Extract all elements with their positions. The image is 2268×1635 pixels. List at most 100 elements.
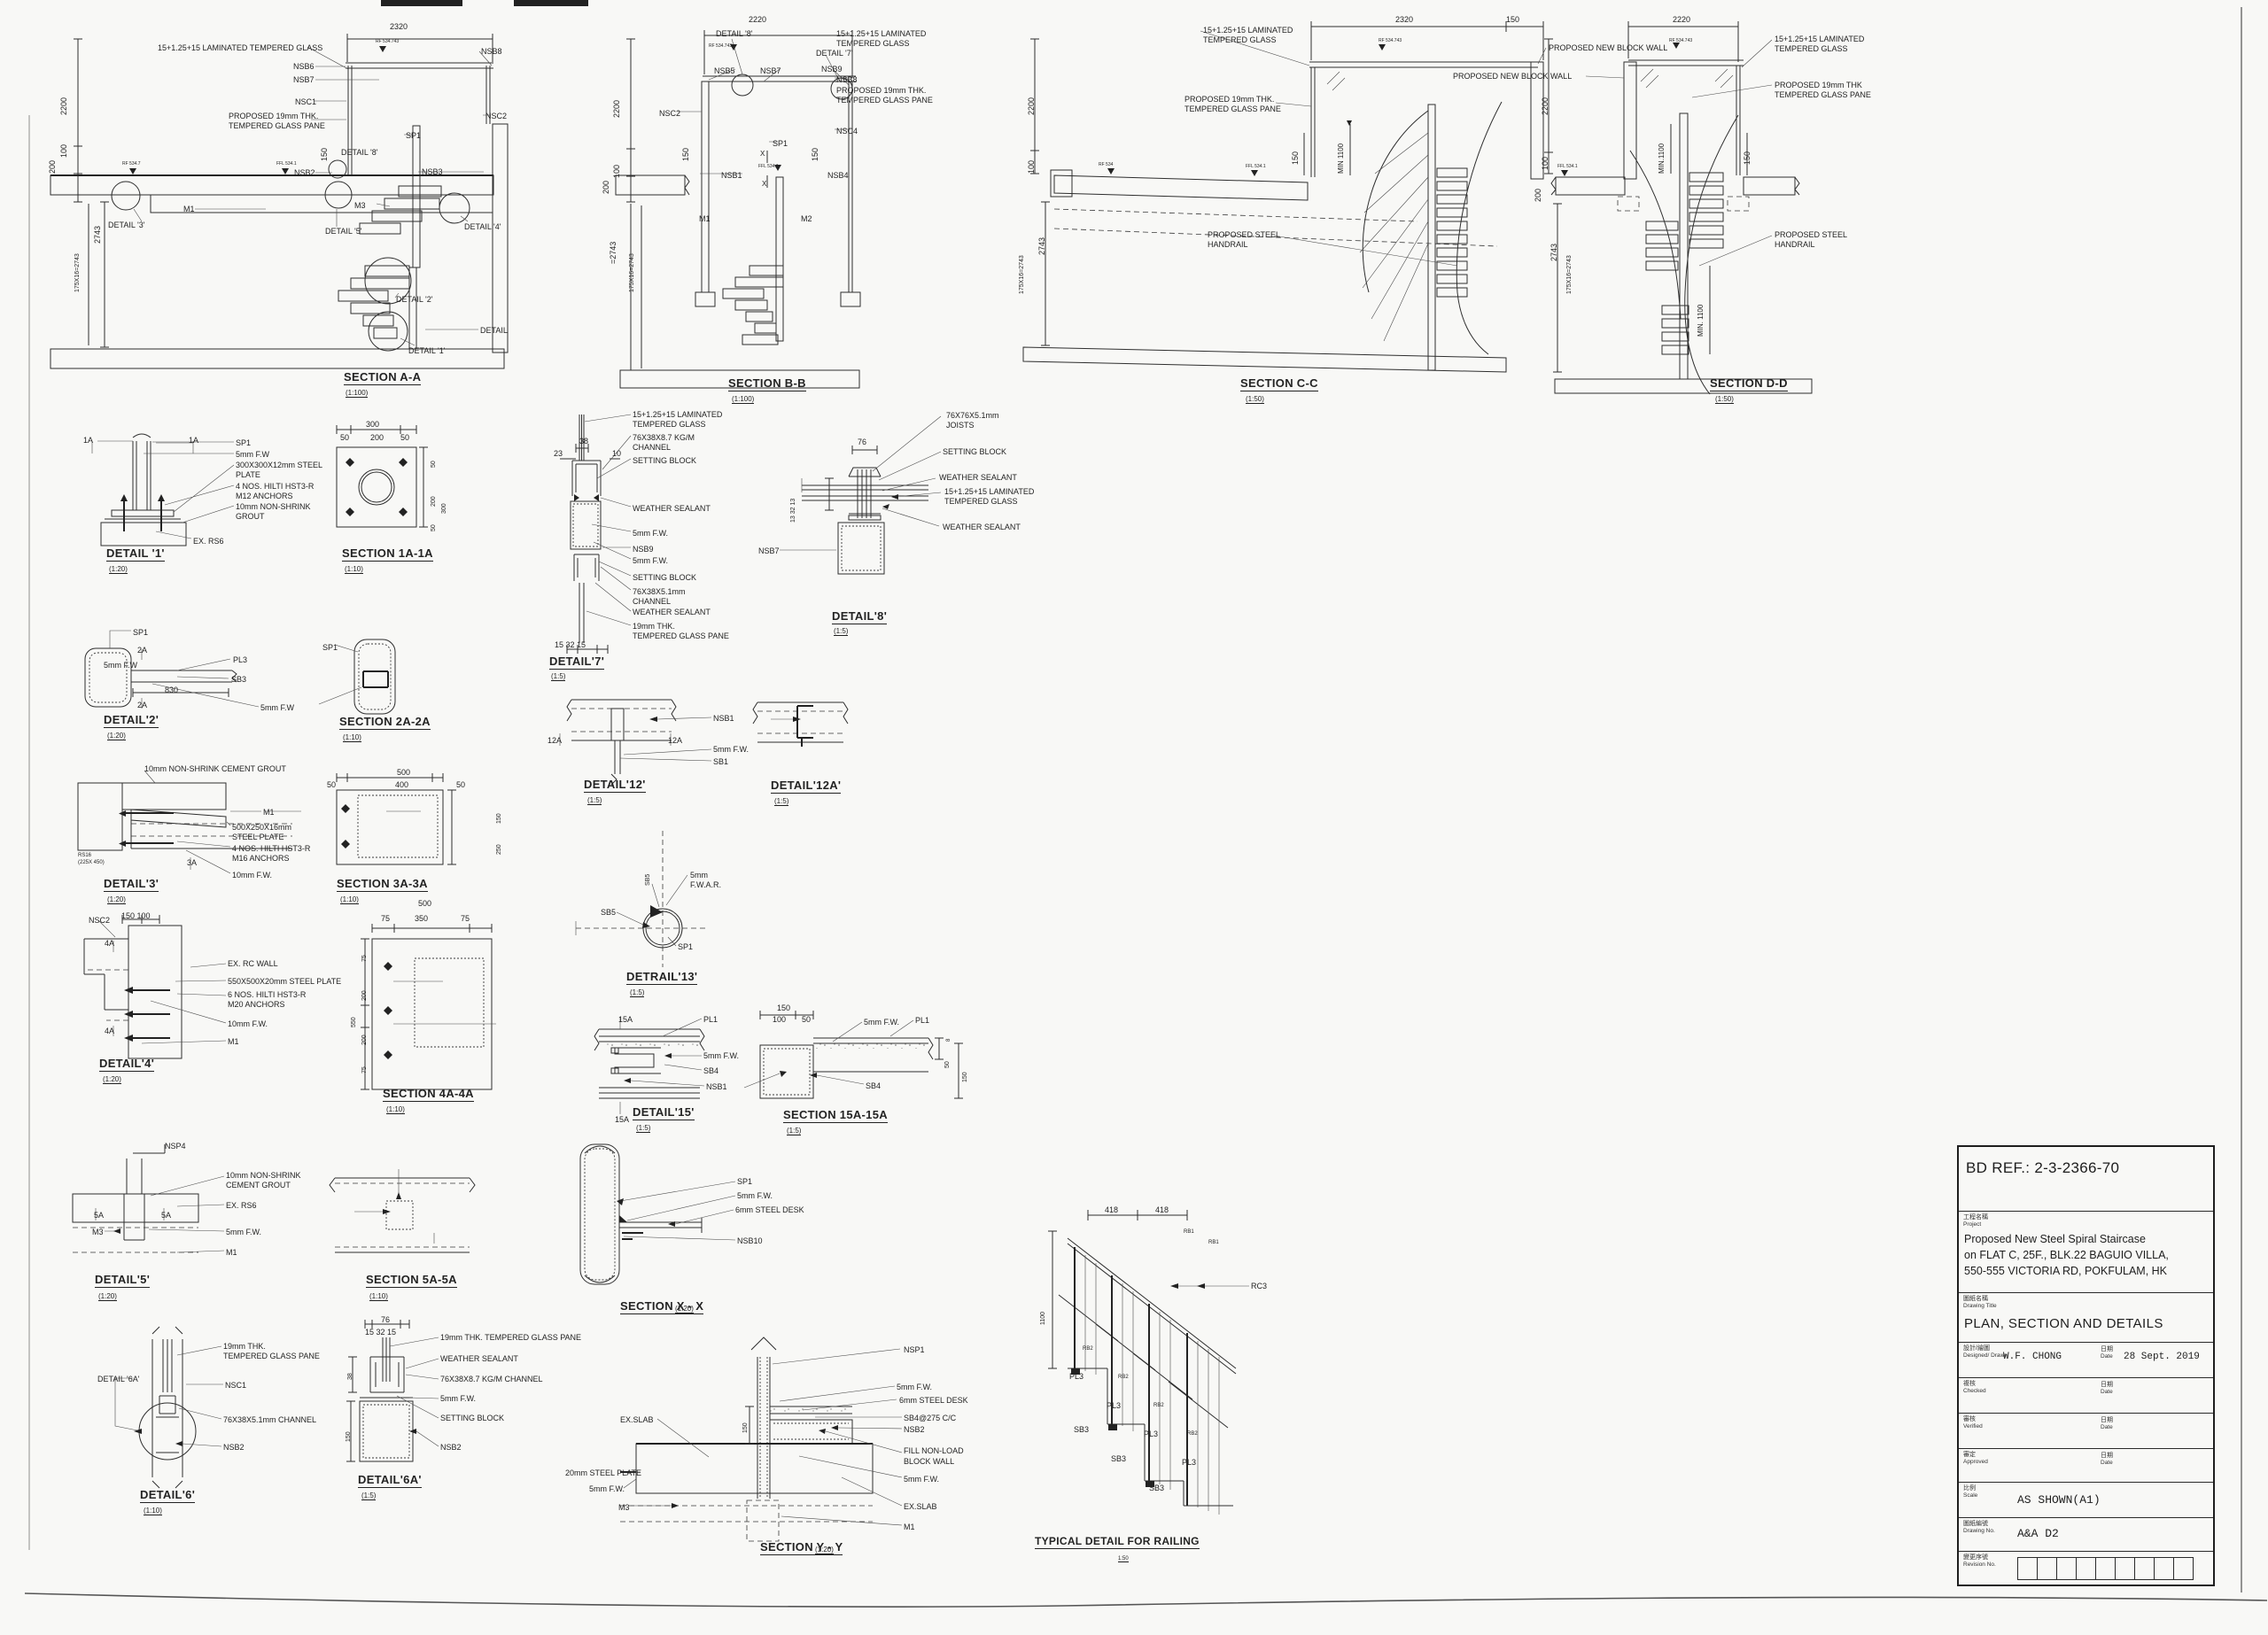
detail-7-title: DETAIL'7' [549, 655, 605, 670]
annotation-label: 10mm NON-SHRINK CEMENT GROUT [144, 764, 286, 773]
annotation-label: SB1 [713, 757, 729, 766]
annotation-label: 15A [618, 1015, 633, 1024]
revision-boxes [2017, 1557, 2194, 1580]
verified-date-label-cn: 日期 [2101, 1417, 2113, 1423]
annotation-label: 38 [579, 437, 589, 446]
annotation-label: 50 [456, 780, 466, 789]
annotation-label: 830 [165, 686, 179, 694]
revision-box [2173, 1557, 2194, 1580]
annotation-label: 150 [962, 1072, 968, 1082]
annotation-label: 550 [351, 1017, 357, 1027]
annotation-label: 15A [615, 1115, 630, 1124]
project-description: Proposed New Steel Spiral Staircase on F… [1964, 1233, 2169, 1278]
annotation-label: 5mm F.W [104, 661, 137, 670]
annotation-label: NSB9 [821, 65, 843, 74]
detail-6-art [114, 1320, 439, 1489]
annotation-label: NSP1 [904, 1345, 925, 1354]
designed-date-label-cn: 日期 [2101, 1346, 2113, 1352]
annotation-label: 175X16=2743 [74, 253, 81, 292]
annotation-label: FFL 534.1 [1557, 164, 1578, 169]
annotation-label: 6 NOS. HILTI HST3-R [228, 990, 307, 999]
approved-label-cn: 審定 [1963, 1452, 1976, 1458]
annotation-label: SB4 [866, 1081, 882, 1090]
annotation-label: 38 [347, 1373, 353, 1380]
annotation-label: 1A [83, 436, 94, 445]
annotation-label: RC3 [1251, 1282, 1268, 1290]
annotation-label: 50 [340, 433, 350, 442]
annotation-label: SB3 [231, 675, 247, 684]
railing-title: TYPICAL DETAIL FOR RAILING [1035, 1535, 1200, 1549]
revision-box [2095, 1557, 2116, 1580]
sheet-frame [24, 0, 2268, 1608]
drawing-title-label-en: Drawing Title [1963, 1303, 1997, 1310]
annotation-label: SP1 [133, 628, 149, 637]
annotation-label: GROUT [236, 512, 265, 521]
annotation-label: =2743 [609, 241, 617, 264]
annotation-label: RF 534.7 [122, 161, 141, 167]
annotation-label: SP1 [773, 139, 788, 148]
annotation-label: NSC2 [659, 109, 681, 118]
annotation-label: 15 32 15 [365, 1328, 397, 1337]
detail-7-art [560, 414, 632, 654]
annotation-label: SB5 [601, 908, 617, 917]
annotation-label: MIN 1100 [1337, 143, 1345, 174]
annotation-label: 76X38X5.1mm CHANNEL [223, 1415, 317, 1424]
annotation-label: 10mm F.W. [232, 871, 273, 879]
annotation-label: 5mm F.W. [897, 1383, 932, 1391]
revision-box [2056, 1557, 2077, 1580]
annotation-label: PL3 [1069, 1372, 1084, 1381]
annotation-label: 200 [361, 1034, 368, 1045]
detail-6a-title: DETAIL'6A' [358, 1473, 422, 1488]
annotation-label: PROPOSED STEEL [1775, 230, 1848, 239]
annotation-label: DETAIL '1' [408, 346, 446, 355]
section-3a-title: SECTION 3A-3A [337, 877, 428, 892]
annotation-label: (1:20) [98, 1292, 117, 1302]
annotation-label: SETTING BLOCK [633, 573, 697, 582]
annotation-label: RF 534.743 [709, 43, 733, 49]
annotation-label: 300 [441, 503, 447, 514]
annotation-label: NSB7 [758, 546, 780, 555]
project-label-cn: 工程名稱 [1963, 1214, 1988, 1220]
annotation-label: EX. RC WALL [228, 959, 278, 968]
section-15a-title: SECTION 15A-15A [783, 1108, 888, 1123]
section-yy-title: SECTION Y - Y [760, 1540, 843, 1555]
annotation-label: TEMPERED GLASS [1775, 44, 1848, 53]
annotation-label: CHANNEL [633, 597, 672, 606]
annotation-label: 150 100 [121, 911, 151, 920]
annotation-label: (1:20) [107, 895, 126, 905]
annotation-label: 2220 [749, 15, 767, 24]
approved-date-label-en: Date [2101, 1460, 2113, 1467]
annotation-label: NSB2 [440, 1443, 462, 1452]
verified-date-label-en: Date [2101, 1424, 2113, 1431]
annotation-label: 3A [187, 858, 198, 867]
annotation-label: 2A [137, 646, 148, 655]
annotation-label: 175X16=2743 [629, 253, 635, 292]
dwg-no-value: A&A D2 [2017, 1527, 2059, 1540]
annotation-label: 200 [361, 990, 368, 1001]
annotation-label: 10mm NON-SHRINK [236, 502, 311, 511]
annotation-label: NSB6 [293, 62, 315, 71]
annotation-label: DETAIL [480, 326, 508, 335]
section-bb-title: SECTION B-B [728, 376, 806, 391]
annotation-label: 50 [400, 433, 410, 442]
detail-1-art [91, 425, 428, 546]
designed-value: W.F. CHONG [2003, 1352, 2062, 1362]
annotation-label: 2200 [612, 99, 621, 118]
annotation-label: RS16 [78, 853, 92, 858]
section-1a-title: SECTION 1A-1A [342, 546, 433, 562]
annotation-label: 50 [431, 524, 437, 531]
annotation-label: 20mm STEEL PLATE [565, 1468, 642, 1477]
checked-date-label-cn: 日期 [2101, 1382, 2113, 1388]
designed-label-cn: 設計/繪圖 [1963, 1345, 1990, 1352]
annotation-label: 500X250X16mm [232, 823, 292, 832]
annotation-label: 200 [1534, 188, 1542, 202]
annotation-label: NSB3 [422, 167, 443, 176]
annotation-label: NSB1 [713, 714, 734, 723]
section-aa-title: SECTION A-A [344, 370, 422, 385]
detail-12-title: DETAIL'12' [584, 778, 646, 793]
annotation-label: 19mm THK. [633, 622, 675, 631]
annotation-label: M1 [904, 1523, 915, 1531]
annotation-label: RF 534 [1099, 162, 1114, 167]
railing-art [1048, 1210, 1249, 1515]
